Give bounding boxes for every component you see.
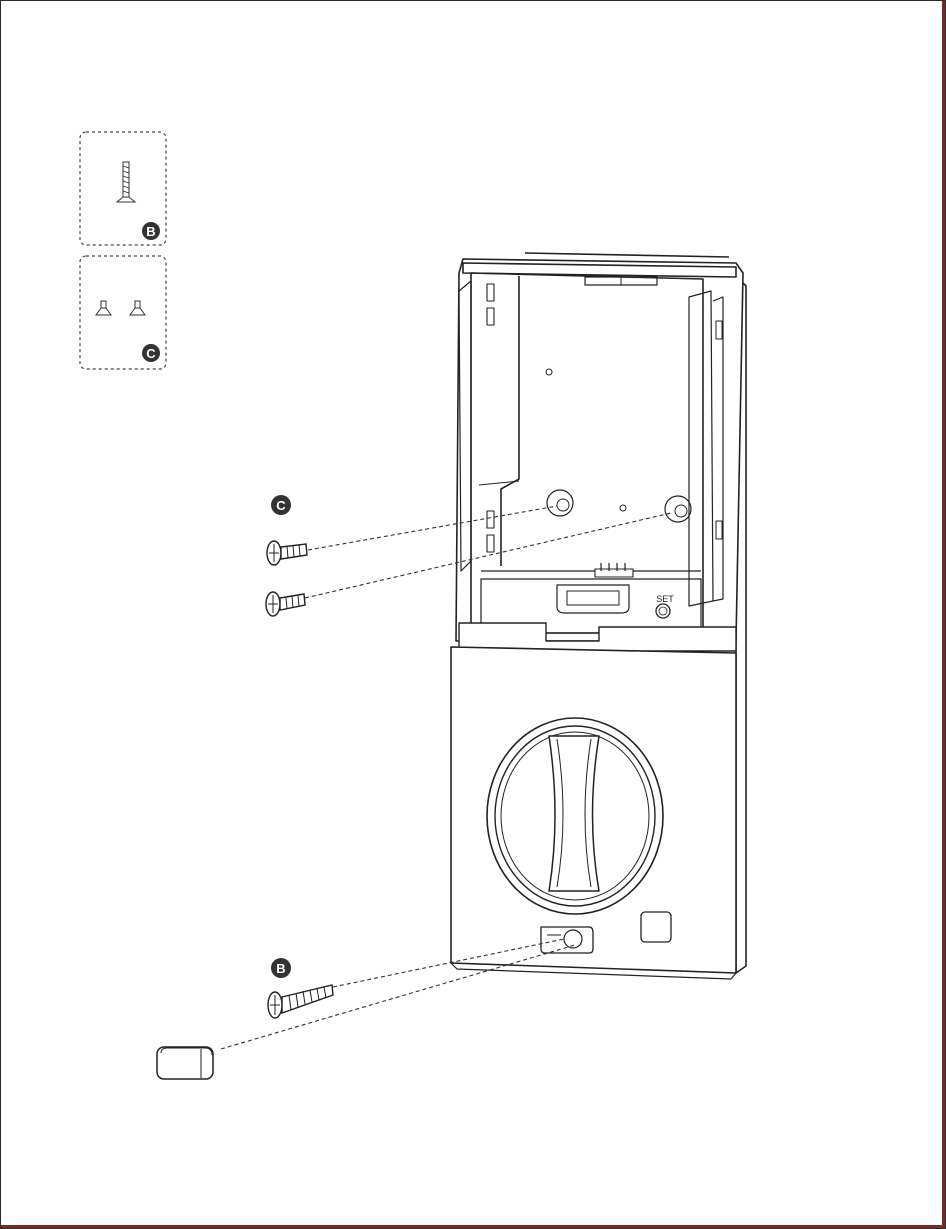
plug-cap <box>157 1047 213 1079</box>
parts-box-c: C <box>80 256 166 369</box>
mounting-screw-c <box>267 541 307 565</box>
screw-c-icon <box>96 301 111 315</box>
part-label-c: C <box>142 344 160 362</box>
screw-c-icon <box>130 301 145 315</box>
part-label-c-text: C <box>146 346 156 361</box>
lock-body-lower <box>451 647 736 979</box>
callout-b: B <box>271 958 291 978</box>
through-bolt-b <box>268 985 333 1018</box>
callout-c-text: C <box>276 498 286 513</box>
screw-b-icon <box>117 162 135 202</box>
parts-box-b: B <box>80 132 166 245</box>
set-button-label: SET <box>656 594 674 604</box>
callout-c: C <box>271 495 291 515</box>
part-label-b-text: B <box>146 224 155 239</box>
part-label-b: B <box>142 222 160 240</box>
bolt-hole <box>541 927 593 953</box>
callout-b-text: B <box>276 961 285 976</box>
mounting-screw-c <box>266 592 305 616</box>
